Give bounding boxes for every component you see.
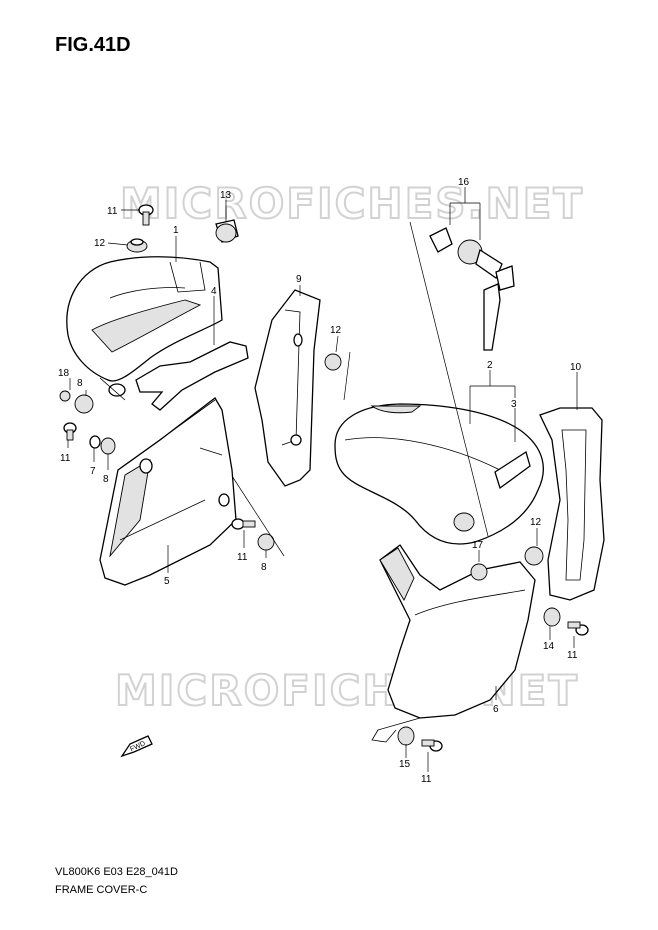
callout-1: 1 <box>173 225 179 236</box>
callout-8-b: 8 <box>103 474 109 485</box>
callout-5: 5 <box>164 576 170 587</box>
part-17-grommet <box>470 563 488 581</box>
part-1-frame-cover <box>66 256 223 401</box>
callout-9: 9 <box>296 274 302 285</box>
part-10-trim <box>539 407 605 601</box>
part-12-grommet-right <box>524 546 544 566</box>
callout-14: 14 <box>543 641 555 652</box>
part-11-bolt-left <box>63 422 77 441</box>
callout-11-left: 11 <box>60 453 71 464</box>
callout-10: 10 <box>570 362 582 373</box>
model-code: VL800K6 E03 E28_041D <box>55 866 178 878</box>
part-7-washer <box>89 435 101 449</box>
part-9-side-bracket <box>254 289 321 487</box>
callout-7: 7 <box>90 466 96 477</box>
figure-title: FIG.41D <box>55 34 131 56</box>
fwd-label: FWD <box>129 740 146 753</box>
callout-11-right: 11 <box>567 650 578 661</box>
callout-12-mid: 12 <box>330 325 342 336</box>
callout-12-upper: 12 <box>94 238 106 249</box>
part-6-side-cover <box>371 544 536 743</box>
watermark-upper: MICROFICHES.NET <box>120 179 584 228</box>
part-15-collar <box>397 726 415 746</box>
part-11-bolt-right <box>567 621 589 636</box>
part-11-bolt-bottom <box>421 739 443 752</box>
callout-8-c: 8 <box>261 562 267 573</box>
callout-17: 17 <box>472 540 484 551</box>
part-4-bracket <box>135 341 249 411</box>
part-2-frame-cover-right <box>334 403 544 545</box>
part-16-lock-set <box>429 227 515 351</box>
callout-11-upper: 11 <box>107 206 118 217</box>
callout-2: 2 <box>487 360 493 371</box>
leader-lines <box>67 187 578 772</box>
part-8-grommet-b <box>100 437 116 455</box>
part-13-grommet <box>215 219 239 243</box>
callout-15: 15 <box>399 759 411 770</box>
part-5-frame-cover-lower <box>99 397 237 586</box>
callout-3: 3 <box>511 399 517 410</box>
callout-11-mid: 11 <box>237 552 248 563</box>
callout-12-right: 12 <box>530 517 542 528</box>
callout-6: 6 <box>493 704 499 715</box>
part-12-grommet-mid <box>324 353 342 371</box>
part-8-grommet-a <box>74 394 94 414</box>
part-11-bolt-mid <box>231 518 256 530</box>
part-14-collar <box>543 607 561 627</box>
part-12-grommet-upper <box>126 238 148 253</box>
callout-11-bottom: 11 <box>421 774 432 785</box>
callout-16: 16 <box>458 177 470 188</box>
callout-labels: 11 12 13 1 4 9 12 18 8 11 7 8 5 11 8 16 … <box>58 177 582 785</box>
callout-8-a: 8 <box>77 378 83 389</box>
callout-13: 13 <box>220 190 232 201</box>
forward-arrow-icon: FWD <box>120 735 153 758</box>
callout-18: 18 <box>58 368 70 379</box>
part-18-screw <box>59 390 71 402</box>
callout-4: 4 <box>211 286 217 297</box>
group-name: FRAME COVER-C <box>55 884 148 896</box>
